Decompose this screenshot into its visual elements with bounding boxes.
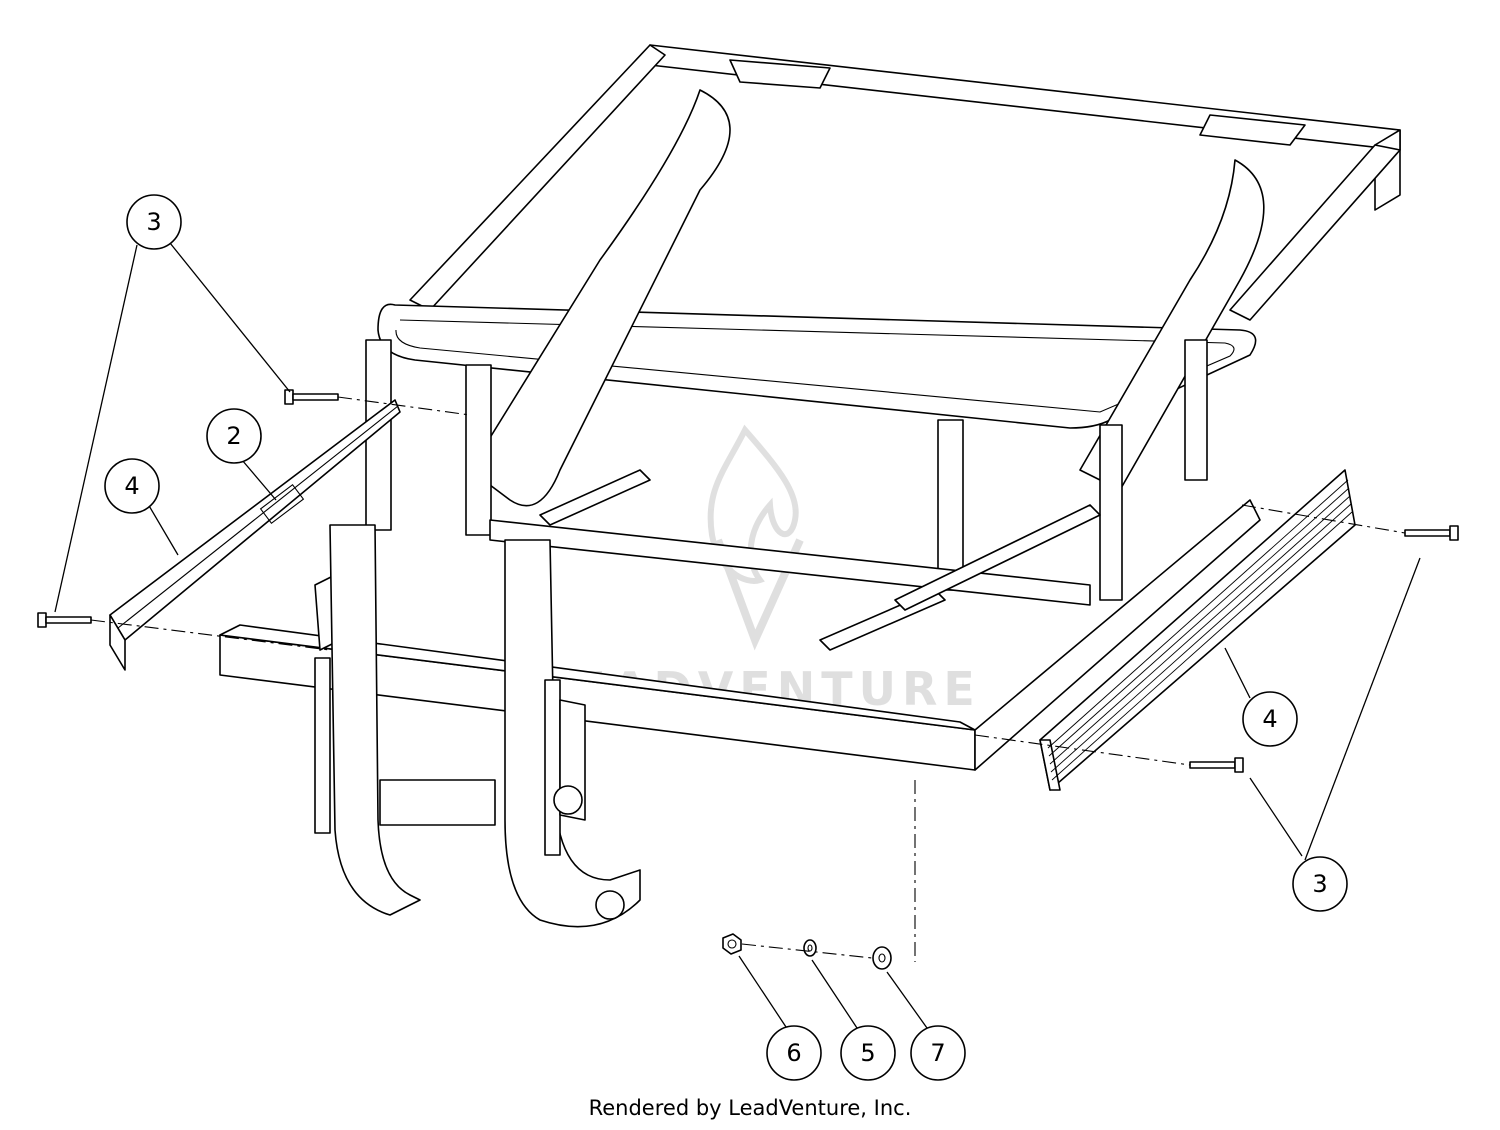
callout-6: 6 bbox=[766, 1025, 822, 1081]
bolt-far-left bbox=[37, 612, 92, 628]
callout-4-left-label: 4 bbox=[124, 472, 139, 500]
callout-2: 2 bbox=[206, 408, 262, 464]
lock-washer-part-5 bbox=[803, 939, 817, 957]
callout-2-label: 2 bbox=[226, 422, 241, 450]
callout-3-top-left: 3 bbox=[126, 194, 182, 250]
right-side-rail-part-4 bbox=[1039, 469, 1356, 791]
rendered-by-footer: Rendered by LeadVenture, Inc. bbox=[588, 1096, 912, 1120]
callout-3-top-left-label: 3 bbox=[146, 208, 161, 236]
fasteners bbox=[37, 389, 1459, 970]
callout-4-right: 4 bbox=[1242, 691, 1298, 747]
bolt-right-lower bbox=[1189, 757, 1244, 773]
cargo-box-frame bbox=[219, 44, 1401, 771]
callout-6-label: 6 bbox=[786, 1039, 801, 1067]
decal-part-2 bbox=[259, 484, 305, 524]
bolt-top-left bbox=[284, 389, 339, 405]
nut-part-6 bbox=[722, 933, 742, 955]
callout-3-bottom-right: 3 bbox=[1292, 856, 1348, 912]
callout-5: 5 bbox=[840, 1025, 896, 1081]
callout-7-label: 7 bbox=[930, 1039, 945, 1067]
callout-5-label: 5 bbox=[860, 1039, 875, 1067]
rear-suspension-brackets bbox=[314, 524, 641, 928]
bolt-right-upper bbox=[1404, 525, 1459, 541]
leader-lines bbox=[54, 242, 1421, 1031]
callout-4-right-label: 4 bbox=[1262, 705, 1277, 733]
flat-washer-part-7 bbox=[872, 946, 892, 970]
assembly-centerlines bbox=[90, 396, 1406, 962]
callout-3-bottom-right-label: 3 bbox=[1312, 870, 1327, 898]
callout-4-left: 4 bbox=[104, 458, 160, 514]
left-side-rail-part-4 bbox=[109, 399, 401, 671]
callout-7: 7 bbox=[910, 1025, 966, 1081]
right-rail-ribs bbox=[1047, 479, 1353, 781]
